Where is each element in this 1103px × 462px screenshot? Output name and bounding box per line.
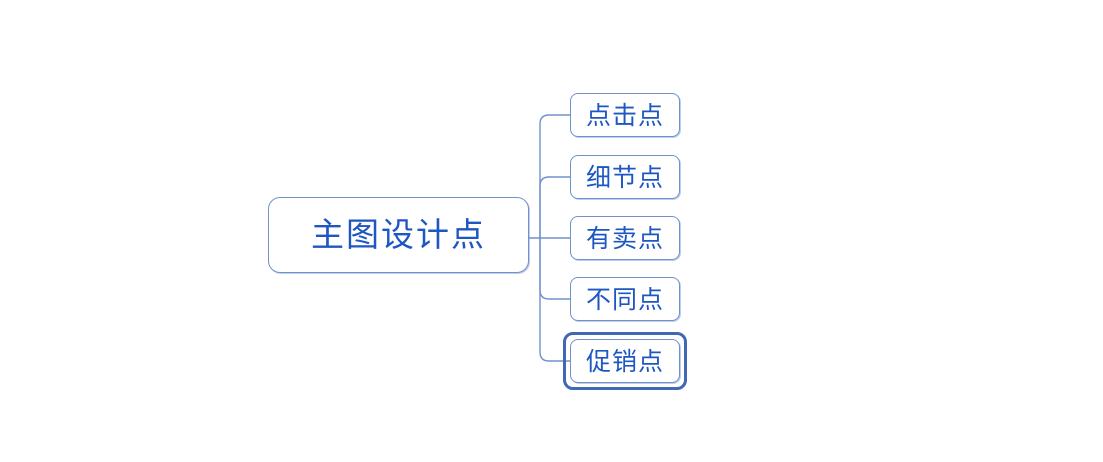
child-node-4[interactable]: 不同点: [570, 277, 680, 321]
child-node-2[interactable]: 细节点: [570, 155, 680, 199]
child-node-3-label: 有卖点: [585, 225, 664, 253]
connector-root-to-child-5: [539, 238, 570, 362]
connector-root-to-child-4: [539, 238, 570, 300]
connector-root-to-child-1: [539, 114, 570, 238]
connector-root-to-child-2: [539, 176, 570, 238]
root-node-label: 主图设计点: [311, 217, 486, 254]
child-node-1-label: 点击点: [585, 102, 664, 130]
child-node-1[interactable]: 点击点: [570, 93, 680, 137]
child-node-2-label: 细节点: [585, 164, 664, 192]
child-node-3[interactable]: 有卖点: [570, 216, 680, 260]
child-node-5-label: 促销点: [585, 348, 664, 376]
child-node-5[interactable]: 促销点: [563, 332, 687, 390]
root-node[interactable]: 主图设计点: [268, 197, 529, 273]
child-node-4-label: 不同点: [585, 286, 664, 314]
